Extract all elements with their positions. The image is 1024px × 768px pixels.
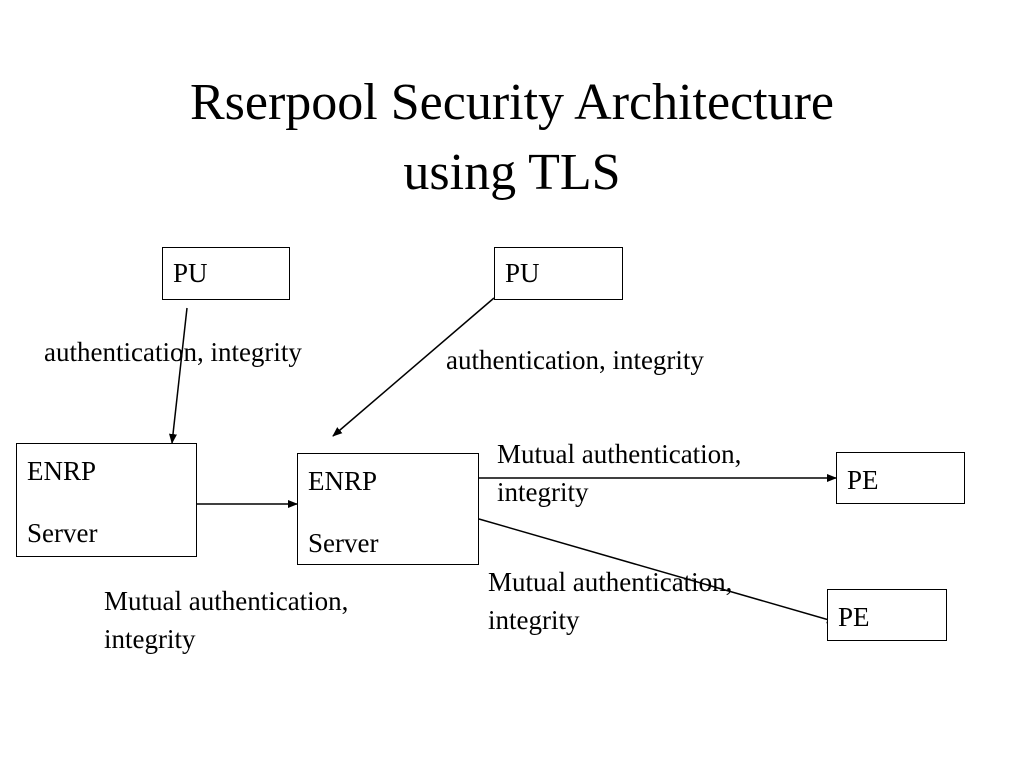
- page-title: Rserpool Security Architecture using TLS: [0, 68, 1024, 208]
- enrp-center-line-1: ENRP: [308, 466, 378, 496]
- edge-label-pu-right-text: authentication, integrity: [446, 345, 704, 375]
- edge-label-enrp-to-enrp-line-2: integrity: [104, 624, 196, 654]
- edge-label-pu-right: authentication, integrity: [446, 341, 704, 379]
- edge-pu-right-to-enrp-center: [332, 297, 495, 437]
- edge-enrp-center-pe-bottom: [469, 512, 837, 624]
- title-line-1: Rserpool Security Architecture: [189, 74, 835, 131]
- pe-bottom-label: PE: [838, 602, 870, 632]
- enrp-left-line-2: Server: [27, 518, 98, 548]
- pu-left-label: PU: [173, 258, 208, 288]
- enrp-left-line-1: ENRP: [27, 456, 97, 486]
- edge-label-enrp-to-enrp-line-1: Mutual authentication,: [104, 586, 349, 616]
- edge-label-enrp-to-pe-bottom-line-1: Mutual authentication,: [488, 567, 733, 597]
- pe-top-label: PE: [847, 465, 879, 495]
- enrp-server-left-node: ENRP Server: [16, 443, 197, 557]
- edge-label-pu-left: authentication, integrity: [44, 333, 302, 371]
- enrp-server-center-node: ENRP Server: [297, 453, 479, 565]
- edge-label-enrp-to-pe-bottom: Mutual authentication, integrity: [488, 563, 732, 639]
- edge-label-pu-left-text: authentication, integrity: [44, 337, 302, 367]
- pe-top-node: PE: [836, 452, 965, 504]
- pu-right-node: PU: [494, 247, 623, 300]
- edge-label-enrp-to-pe-top-line-2: integrity: [497, 477, 589, 507]
- edge-label-enrp-to-pe-top-line-1: Mutual authentication,: [497, 439, 742, 469]
- pe-bottom-node: PE: [827, 589, 947, 641]
- title-line-2: using TLS: [403, 144, 621, 201]
- edge-label-enrp-to-pe-top: Mutual authentication, integrity: [497, 435, 741, 511]
- pu-right-label: PU: [505, 258, 540, 288]
- edge-label-enrp-to-pe-bottom-line-2: integrity: [488, 605, 580, 635]
- edge-pu-left-to-enrp-left: [169, 307, 188, 444]
- pu-left-node: PU: [162, 247, 290, 300]
- edge-label-enrp-to-enrp: Mutual authentication, integrity: [104, 582, 348, 658]
- enrp-center-line-2: Server: [308, 528, 379, 558]
